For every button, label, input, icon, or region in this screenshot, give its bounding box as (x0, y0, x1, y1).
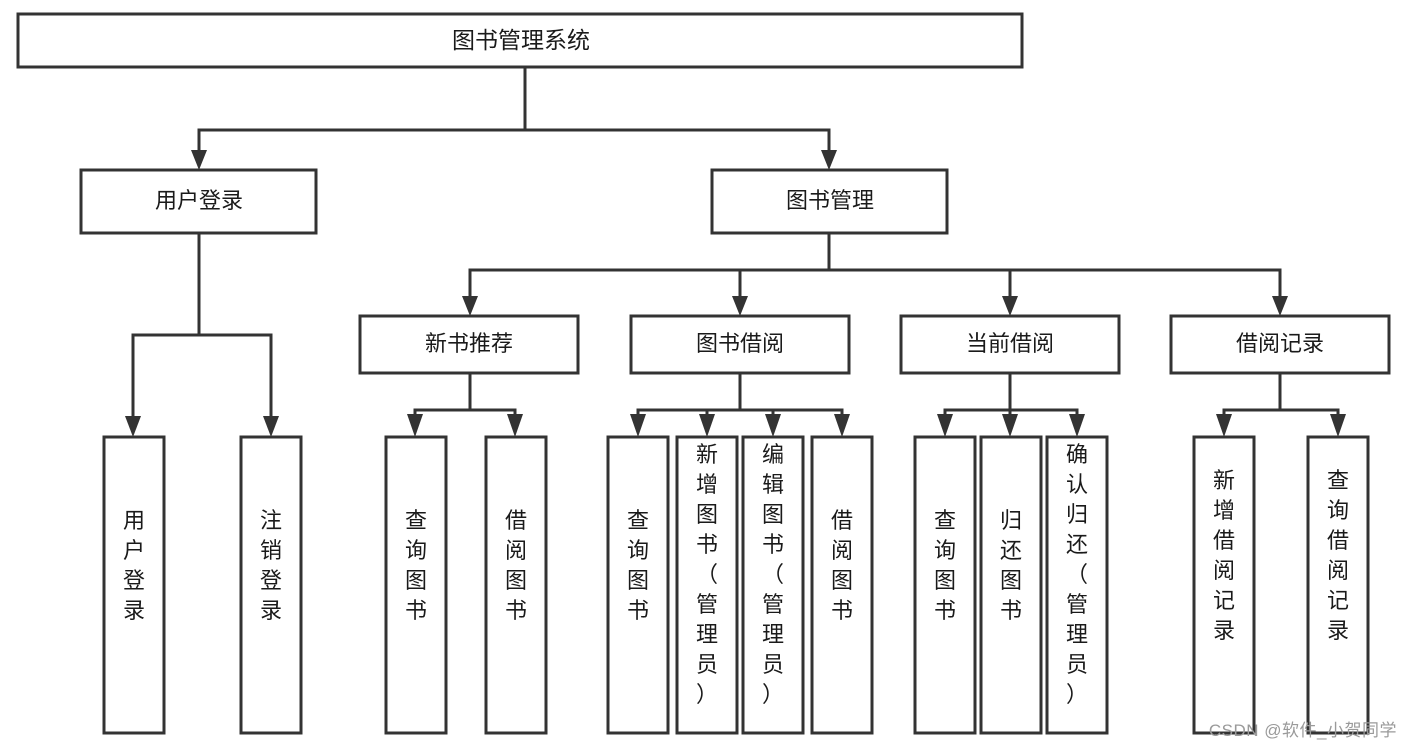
leaf-label: 归还图书 (1000, 508, 1022, 623)
new-book-recommend-label: 新书推荐 (425, 331, 513, 356)
leaf-label: 注销登录 (260, 508, 282, 623)
node-book-borrow[interactable]: 图书借阅 (629, 314, 851, 375)
arrow-borrow-leaf-2 (699, 414, 715, 437)
connectors (125, 65, 1346, 437)
leaf-box[interactable] (606, 435, 670, 735)
arrow-to-book-manage (821, 150, 837, 170)
arrow-userlogin-leaf-1 (125, 416, 141, 437)
leaf-box[interactable] (741, 435, 805, 735)
book-borrow-label: 图书借阅 (696, 331, 784, 356)
leaf-box[interactable] (484, 435, 548, 735)
arrow-to-user-login (191, 150, 207, 170)
leaf-borrow-record-2[interactable]: 查询借阅记录 (1306, 435, 1370, 735)
root-box[interactable] (16, 12, 1024, 69)
arrow-current-leaf-1 (937, 414, 953, 437)
borrow-record-box[interactable] (1169, 314, 1391, 375)
leaf-label: 借阅图书 (505, 508, 527, 623)
arrow-current-leaf-3 (1069, 414, 1085, 437)
arrow-borrow-leaf-3 (765, 414, 781, 437)
leaf-book-borrow-3[interactable]: 编辑图书（管理员） (741, 435, 805, 735)
arrow-borrow-leaf-1 (630, 414, 646, 437)
leaf-box[interactable] (979, 435, 1043, 735)
arrow-userlogin-leaf-2 (263, 416, 279, 437)
node-root-system[interactable]: 图书管理系统 (16, 12, 1024, 69)
arrow-record-leaf-1 (1216, 414, 1232, 437)
arrow-current-leaf-2 (1002, 414, 1018, 437)
new-book-recommend-box[interactable] (358, 314, 580, 375)
root-label: 图书管理系统 (452, 27, 590, 53)
leaf-label: 查询图书 (627, 508, 649, 623)
arrow-level3-1 (462, 296, 478, 316)
leaf-label: 查询借阅记录 (1327, 468, 1349, 643)
leaf-user-login-2[interactable]: 注销登录 (239, 435, 303, 735)
leaf-box[interactable] (384, 435, 448, 735)
leaf-label: 用户登录 (123, 508, 145, 623)
leaf-label: 查询图书 (405, 508, 427, 623)
user-login-label: 用户登录 (155, 188, 243, 213)
csdn-watermark: CSDN @软件_小贺同学 (1208, 721, 1397, 740)
arrow-level3-3 (1002, 296, 1018, 316)
leaf-box[interactable] (810, 435, 874, 735)
leaf-box[interactable] (1192, 435, 1256, 735)
node-book-manage[interactable]: 图书管理 (710, 168, 949, 235)
leaf-book-borrow-4[interactable]: 借阅图书 (810, 435, 874, 735)
arrow-newbook-leaf-2 (507, 414, 523, 437)
leaf-box[interactable] (675, 435, 739, 735)
leaf-box[interactable] (1306, 435, 1370, 735)
node-borrow-record[interactable]: 借阅记录 (1169, 314, 1391, 375)
node-new-book-recommend[interactable]: 新书推荐 (358, 314, 580, 375)
leaf-box[interactable] (102, 435, 166, 735)
book-borrow-box[interactable] (629, 314, 851, 375)
leaf-book-borrow-2[interactable]: 新增图书（管理员） (675, 435, 739, 735)
arrow-level3-2 (732, 296, 748, 316)
leaf-label: 新增图书（管理员） (696, 442, 718, 707)
leaf-book-borrow-1[interactable]: 查询图书 (606, 435, 670, 735)
leaf-borrow-record-1[interactable]: 新增借阅记录 (1192, 435, 1256, 735)
leaf-box[interactable] (913, 435, 977, 735)
leaf-label: 确认归还（管理员） (1066, 442, 1088, 707)
arrow-borrow-leaf-4 (834, 414, 850, 437)
arrow-record-leaf-2 (1330, 414, 1346, 437)
leaf-new-book-1[interactable]: 查询图书 (384, 435, 448, 735)
leaf-user-login-1[interactable]: 用户登录 (102, 435, 166, 735)
current-borrow-label: 当前借阅 (966, 331, 1054, 356)
leaf-current-borrow-3[interactable]: 确认归还（管理员） (1045, 435, 1109, 735)
arrow-level3-4 (1272, 296, 1288, 316)
book-manage-label: 图书管理 (786, 188, 874, 213)
leaf-box[interactable] (239, 435, 303, 735)
current-borrow-box[interactable] (899, 314, 1121, 375)
node-user-login[interactable]: 用户登录 (79, 168, 318, 235)
leaf-label: 查询图书 (934, 508, 956, 623)
book-manage-box[interactable] (710, 168, 949, 235)
user-login-box[interactable] (79, 168, 318, 235)
leaf-label: 借阅图书 (831, 508, 853, 623)
leaf-current-borrow-2[interactable]: 归还图书 (979, 435, 1043, 735)
leaf-box[interactable] (1045, 435, 1109, 735)
leaf-new-book-2[interactable]: 借阅图书 (484, 435, 548, 735)
borrow-record-label: 借阅记录 (1236, 331, 1324, 356)
arrow-newbook-leaf-1 (407, 414, 423, 437)
leaf-current-borrow-1[interactable]: 查询图书 (913, 435, 977, 735)
leaf-label: 编辑图书（管理员） (762, 442, 784, 707)
leaf-label: 新增借阅记录 (1213, 468, 1235, 643)
node-current-borrow[interactable]: 当前借阅 (899, 314, 1121, 375)
